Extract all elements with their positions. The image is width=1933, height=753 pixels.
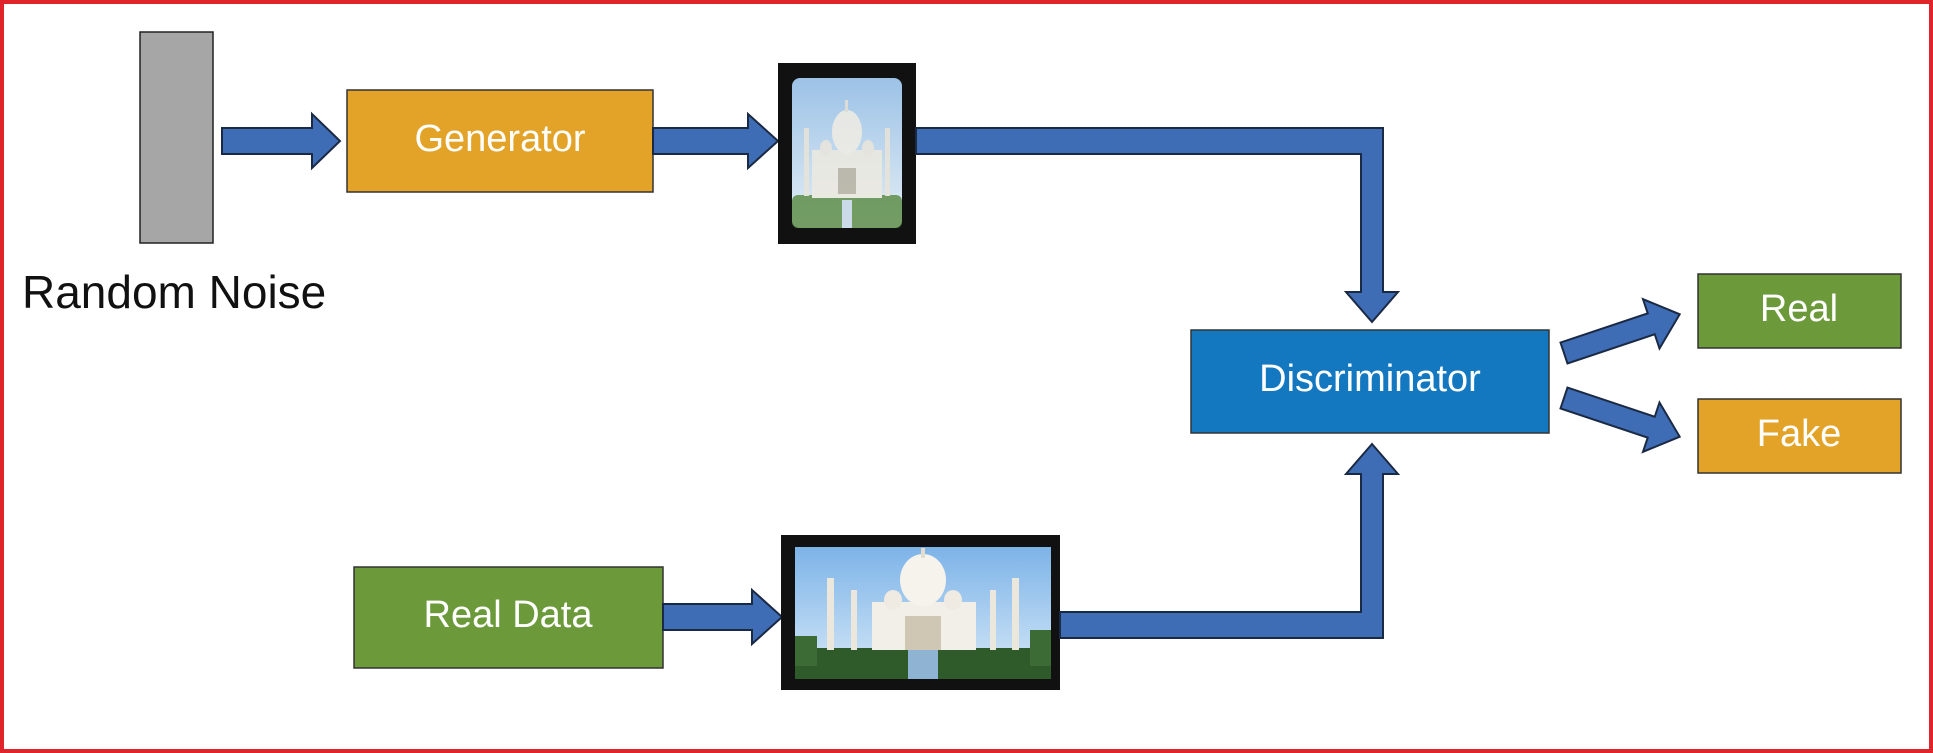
- arrow-discriminator-to-fake: [1559, 386, 1682, 454]
- random-noise-vector: [139, 31, 214, 244]
- real-image: [781, 535, 1060, 690]
- taj-mahal-image-icon: [795, 548, 1051, 679]
- arrow-realdata-to-image: [662, 587, 784, 647]
- arrow-generator-to-image: [652, 111, 780, 171]
- generated-image: [778, 63, 916, 244]
- arrow-noise-to-generator: [221, 111, 342, 171]
- generator-box: Generator: [346, 89, 654, 193]
- arrow-discriminator-to-real: [1559, 297, 1682, 365]
- arrow-image-to-discriminator: [915, 127, 1401, 324]
- taj-mahal-image-icon: [792, 100, 902, 228]
- discriminator-box: Discriminator: [1190, 329, 1550, 434]
- real-output-box: Real: [1697, 273, 1902, 349]
- fake-output-label: Fake: [1757, 413, 1841, 455]
- discriminator-label: Discriminator: [1259, 358, 1481, 400]
- fake-output-box: Fake: [1697, 398, 1902, 474]
- real-data-label: Real Data: [424, 594, 594, 636]
- random-noise-label: Random Noise: [22, 266, 326, 318]
- generator-label: Generator: [414, 118, 585, 160]
- real-data-box: Real Data: [353, 566, 664, 669]
- real-output-label: Real: [1760, 288, 1838, 330]
- arrow-realimage-to-discriminator: [1059, 442, 1401, 639]
